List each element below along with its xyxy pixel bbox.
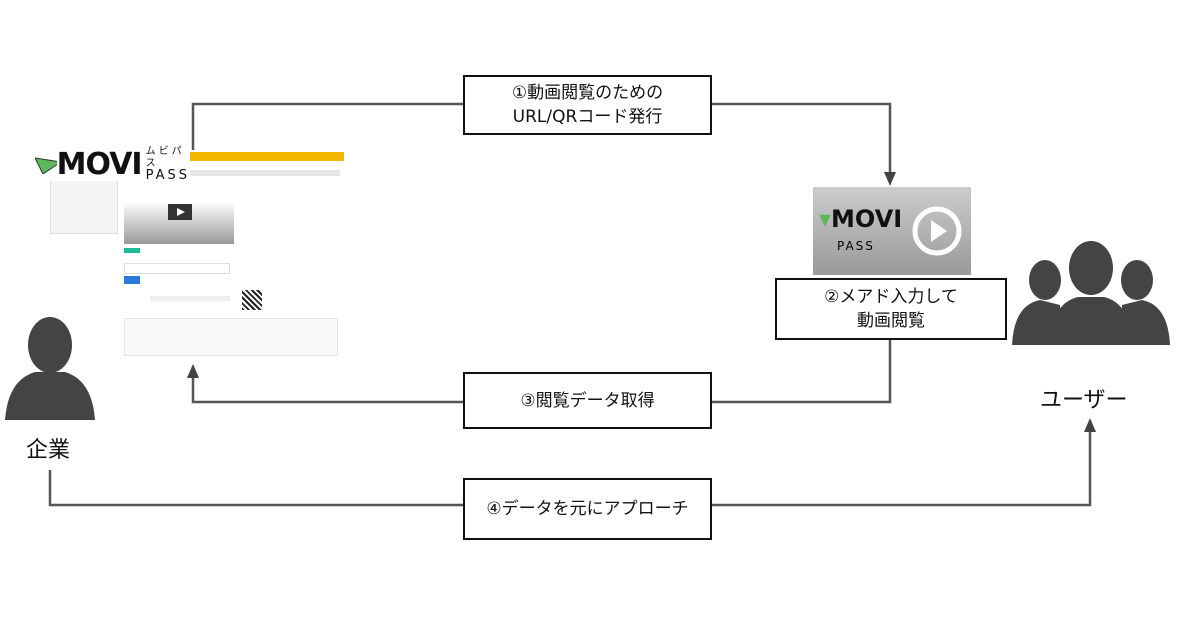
logo-arrow-icon bbox=[35, 157, 57, 174]
play-icon bbox=[168, 204, 192, 220]
group-icon bbox=[1012, 241, 1170, 345]
movipass-admin-screenshot bbox=[50, 150, 344, 362]
step-4-box: ④データを元にアプローチ bbox=[463, 478, 712, 540]
thumb-pass: PASS bbox=[837, 239, 875, 253]
video-thumbnail[interactable]: ▾MOVI PASS bbox=[813, 187, 971, 275]
movipass-logo: MOVI ムビパス PASS bbox=[35, 146, 190, 182]
company-label: 企業 bbox=[26, 438, 71, 463]
step-2-box: ②メアド入力して動画閲覧 bbox=[775, 278, 1007, 340]
qr-code-icon bbox=[242, 290, 262, 310]
thumb-brand: ▾MOVI bbox=[819, 205, 903, 233]
user-label: ユーザー bbox=[1040, 388, 1128, 413]
play-icon[interactable] bbox=[911, 205, 963, 257]
step-3-box: ③閲覧データ取得 bbox=[463, 372, 712, 429]
person-icon bbox=[5, 317, 95, 420]
